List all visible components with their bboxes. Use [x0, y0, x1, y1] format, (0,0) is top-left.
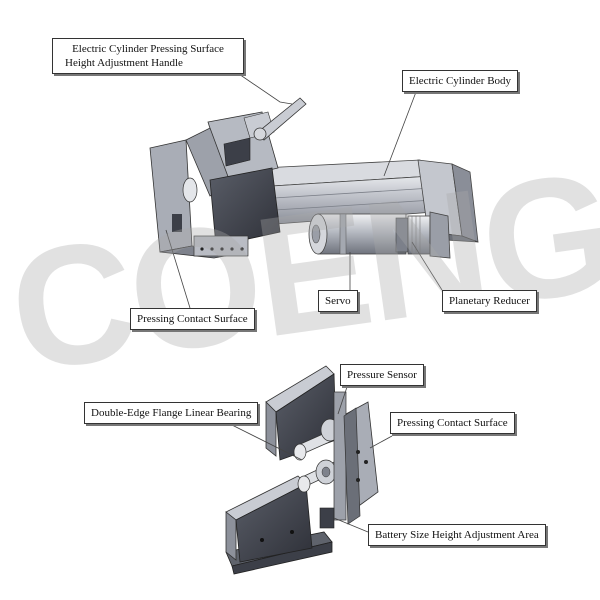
- callout-text: Pressing Contact Surface: [137, 313, 248, 325]
- callout-electric-cylinder-body: Electric Cylinder Body: [402, 70, 519, 92]
- callout-text: Battery Size Height Adjustment Area: [375, 529, 539, 541]
- callout-text: Servo: [325, 295, 351, 307]
- pressing-module-assembly: [225, 365, 379, 575]
- callout-text: Double-Edge Flange Linear Bearing: [91, 407, 252, 419]
- leader-lines: [165, 71, 443, 533]
- callout-pressure-sensor: Pressure Sensor: [340, 364, 424, 386]
- callout-pressing-contact-surface-bottom: Pressing Contact Surface: [390, 412, 515, 434]
- callout-height-adjustment-handle: Electric Cylinder Pressing Surface Heigh…: [52, 38, 244, 74]
- callout-line-2: Height Adjustment Handle: [65, 57, 183, 69]
- callout-line-1: Electric Cylinder Pressing Surface: [72, 43, 224, 55]
- pressing-plate-shape: [319, 391, 379, 529]
- pressing-head-shape: [149, 97, 307, 259]
- callout-battery-size-height-adjustment: Battery Size Height Adjustment Area: [368, 524, 546, 546]
- callout-text: Electric Cylinder Body: [409, 75, 512, 87]
- callout-text: Pressure Sensor: [347, 369, 417, 381]
- electric-cylinder-assembly: [149, 97, 479, 259]
- callout-planetary-reducer: Planetary Reducer: [442, 290, 537, 312]
- cylinder-body-shape: [261, 159, 479, 243]
- callout-linear-bearing: Double-Edge Flange Linear Bearing: [84, 402, 259, 424]
- callout-text: Planetary Reducer: [449, 295, 530, 307]
- planetary-reducer-shape: [407, 211, 451, 259]
- callout-text: Pressing Contact Surface: [397, 417, 508, 429]
- servo-motor-shape: [308, 213, 409, 255]
- callout-pressing-contact-surface-top: Pressing Contact Surface: [130, 308, 255, 330]
- callout-servo: Servo: [318, 290, 358, 312]
